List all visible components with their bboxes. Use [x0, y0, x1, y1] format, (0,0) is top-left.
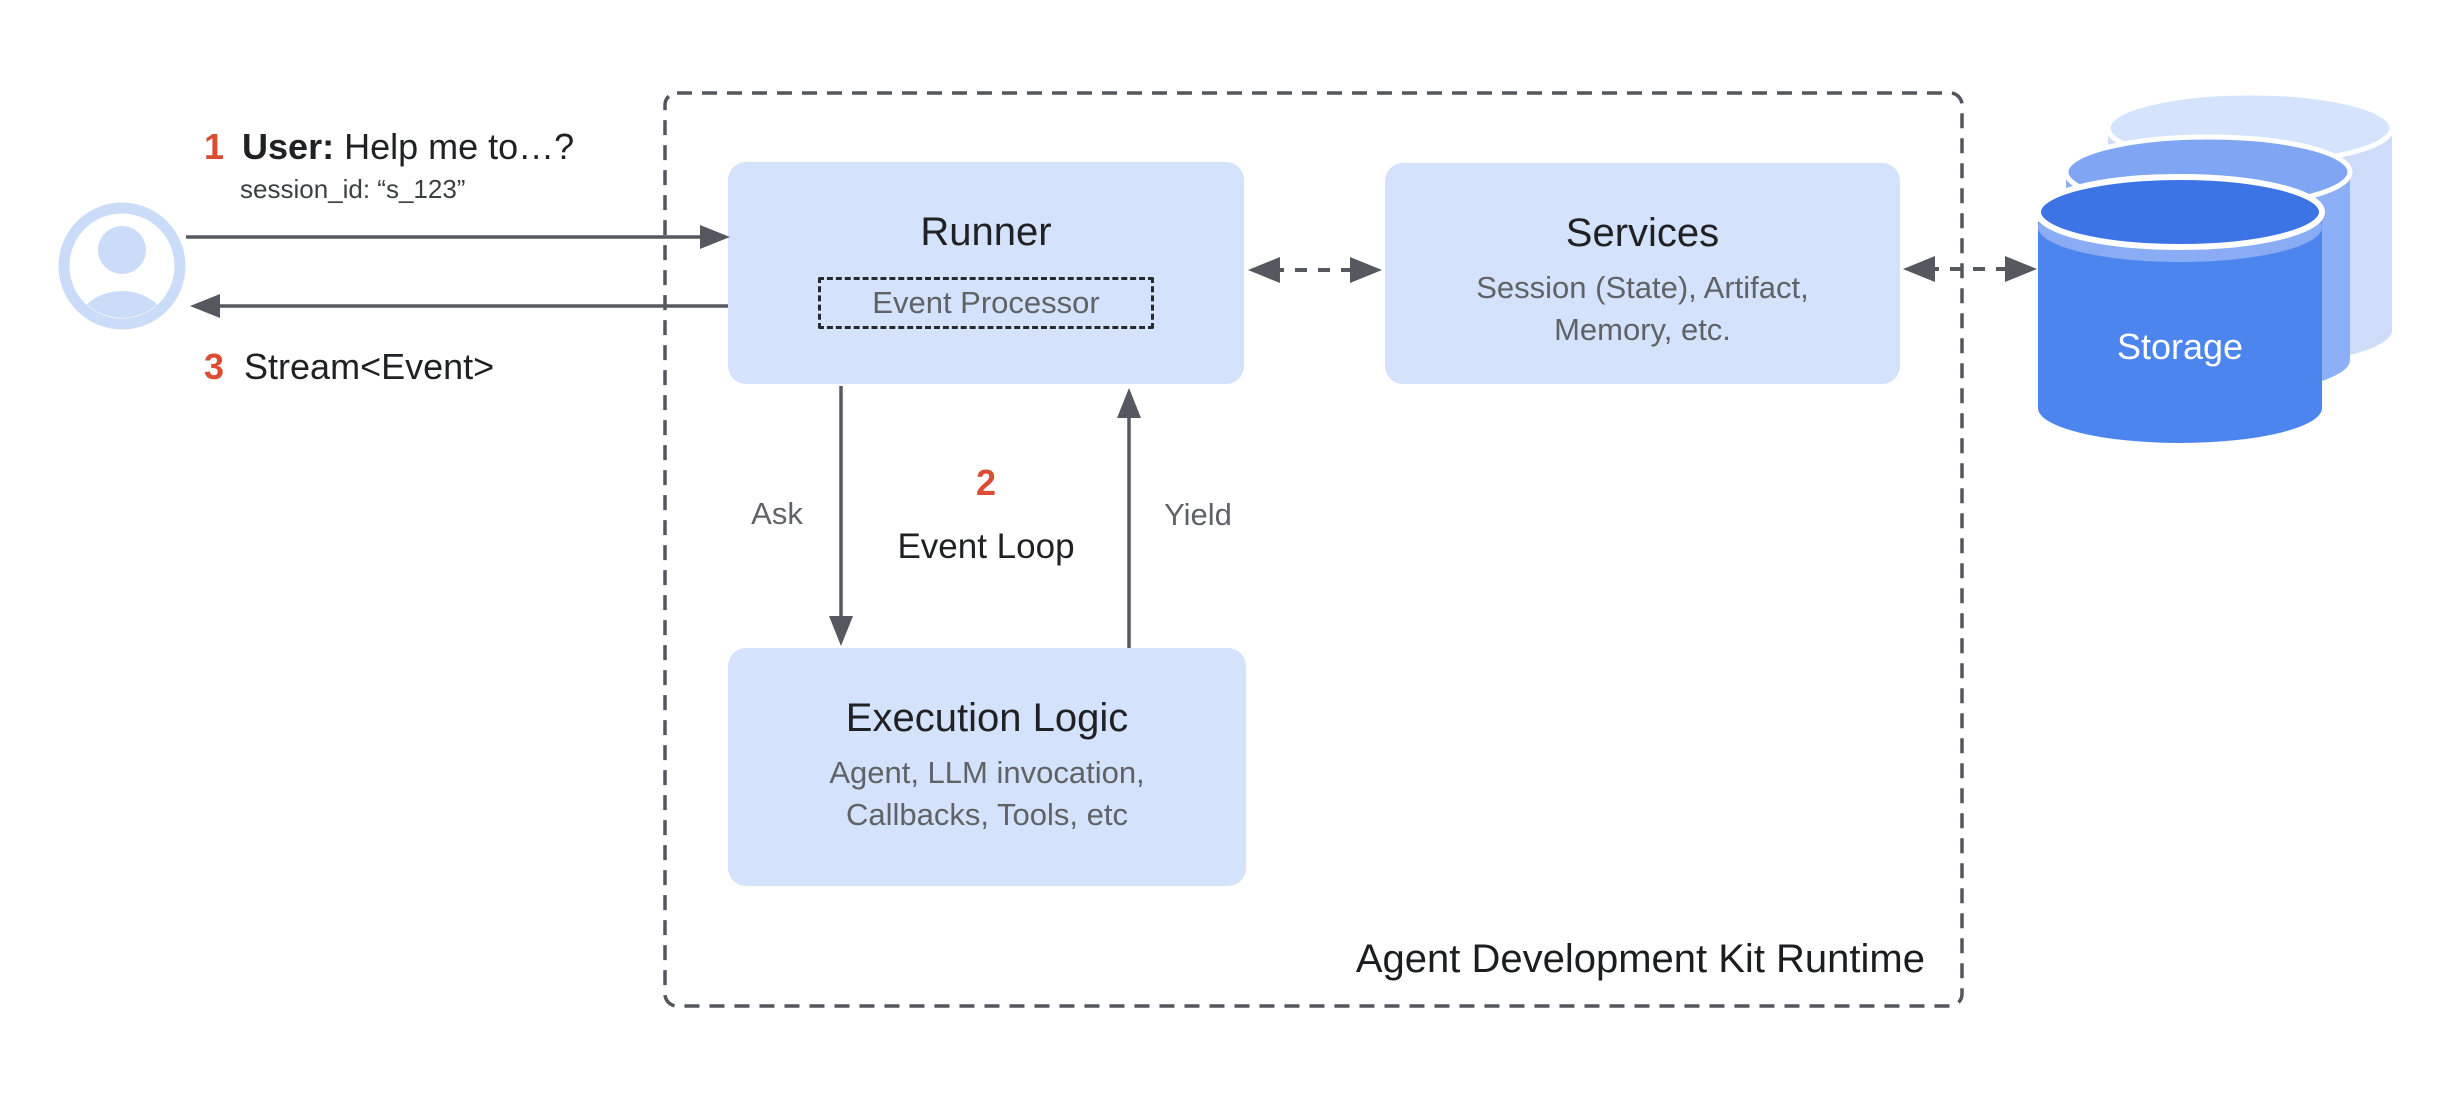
- event-processor-label: Event Processor: [872, 285, 1100, 320]
- execution-logic-title: Execution Logic: [845, 696, 1129, 740]
- execution-subtitle-line1: Agent, LLM invocation,: [829, 755, 1145, 790]
- execution-logic-box: Execution Logic Agent, LLM invocation, C…: [728, 648, 1246, 886]
- runtime-title: Agent Development Kit Runtime: [1355, 937, 1925, 981]
- services-box: Services Session (State), Artifact, Memo…: [1385, 163, 1900, 384]
- runner-box: Runner Event Processor: [728, 162, 1244, 384]
- step3-label: Stream<Event>: [244, 346, 495, 387]
- ask-label: Ask: [751, 496, 803, 531]
- execution-logic-subtitle: Agent, LLM invocation, Callbacks, Tools,…: [728, 752, 1246, 836]
- session-id-label: session_id: “s_123”: [240, 174, 466, 204]
- event-loop-label: Event Loop: [897, 527, 1075, 566]
- services-storage-connector: [1903, 256, 2037, 282]
- storage-database-icon: [2035, 90, 2395, 443]
- user-avatar-icon: [58, 202, 186, 330]
- step1-message: Help me to…?: [344, 126, 575, 167]
- stream-arrow: [190, 294, 728, 318]
- runner-title: Runner: [920, 210, 1052, 254]
- services-subtitle-line2: Memory, etc.: [1554, 312, 1731, 347]
- step2-number: 2: [975, 462, 997, 503]
- step1-speaker: User:: [242, 126, 335, 167]
- step1-user-message: 1 User:Help me to…?: [204, 126, 574, 168]
- services-subtitle: Session (State), Artifact, Memory, etc.: [1385, 267, 1900, 351]
- event-processor-box: Event Processor: [818, 277, 1154, 329]
- runner-services-connector: [1248, 257, 1382, 283]
- request-arrow: [186, 225, 730, 249]
- ask-arrow: [829, 386, 853, 646]
- step3-stream-event: 3 Stream<Event>: [204, 346, 494, 388]
- execution-subtitle-line2: Callbacks, Tools, etc: [846, 797, 1128, 832]
- services-title: Services: [1565, 211, 1720, 255]
- yield-label: Yield: [1164, 497, 1232, 532]
- yield-arrow: [1117, 388, 1141, 648]
- storage-label: Storage: [2116, 326, 2244, 367]
- services-subtitle-line1: Session (State), Artifact,: [1476, 270, 1809, 305]
- step3-number: 3: [204, 346, 225, 387]
- step1-number: 1: [204, 126, 225, 167]
